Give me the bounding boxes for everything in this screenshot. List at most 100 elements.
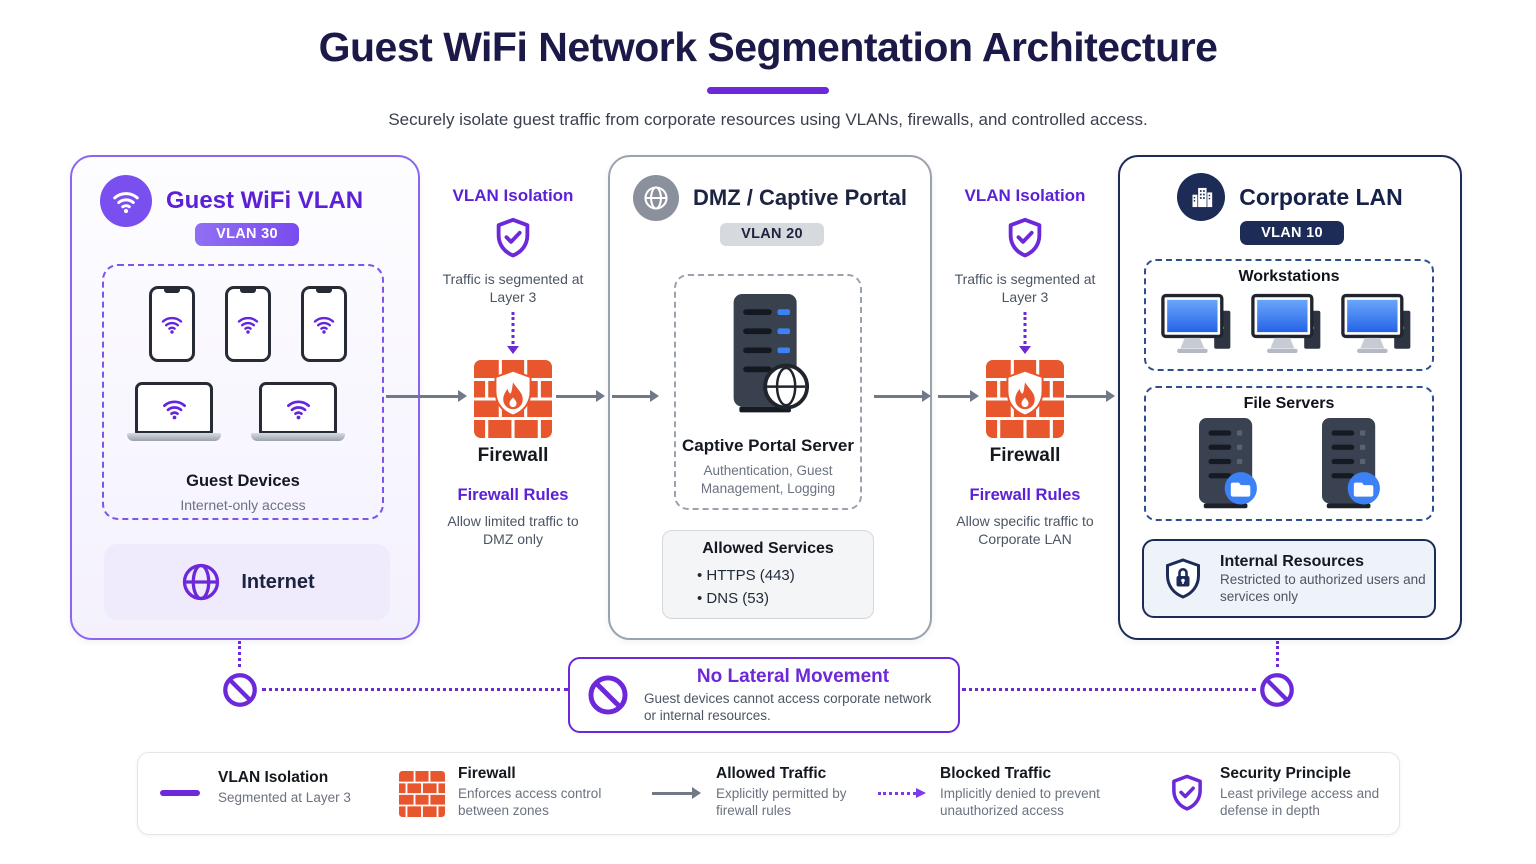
phone-icon: [149, 286, 195, 362]
blocked-flow-arrowhead: [1019, 346, 1031, 354]
phone-icon: [225, 286, 271, 362]
building-icon: [1177, 173, 1226, 221]
allowed-traffic-arrow: [938, 395, 970, 398]
segmented-text: Traffic is segmented at Layer 3: [954, 271, 1096, 305]
globe-icon: [633, 175, 680, 221]
dmz-panel-header: DMZ / Captive Portal: [610, 175, 930, 221]
workstations-group: Workstations: [1144, 259, 1434, 371]
laptop-icon: [127, 382, 221, 441]
server-icon: [727, 294, 809, 420]
corporate-panel-title: Corporate LAN: [1239, 183, 1403, 210]
legend-desc: Least privilege access and defense in de…: [1220, 786, 1380, 818]
prohibition-icon: [1258, 671, 1296, 709]
legend-desc: Enforces access control between zones: [458, 786, 602, 818]
guest-devices-sublabel: Internet-only access: [180, 497, 306, 513]
phone-icon: [301, 286, 347, 362]
dmz-captive-portal-panel: DMZ / Captive Portal VLAN 20 Captive Por…: [608, 155, 932, 640]
blocked-path-line: [262, 688, 568, 691]
firewall-rules-title: Firewall Rules: [457, 486, 569, 504]
vlan-10-badge: VLAN 10: [1240, 221, 1344, 245]
blocked-path-line: [962, 688, 1256, 691]
service-item: DNS (53): [697, 590, 769, 607]
captive-portal-group: Captive Portal Server Authentication, Gu…: [674, 274, 862, 510]
firewall-icon: [986, 360, 1064, 438]
allowed-traffic-arrow: [612, 395, 650, 398]
allowed-traffic-arrow: [1066, 395, 1106, 398]
legend-label: Firewall: [458, 765, 516, 782]
no-lateral-movement-title: No Lateral Movement: [696, 666, 890, 687]
file-servers-label: File Servers: [1243, 395, 1335, 412]
file-servers-group: File Servers: [1144, 386, 1434, 521]
firewall-label: Firewall: [477, 445, 549, 466]
service-item: HTTPS (443): [697, 567, 794, 584]
vlan-20-badge: VLAN 20: [720, 223, 824, 246]
internal-resources-desc: Restricted to authorized users and servi…: [1220, 571, 1426, 604]
file-server-icon: [1197, 418, 1258, 513]
blocked-path-line: [238, 641, 241, 667]
legend-label: VLAN Isolation: [218, 769, 329, 786]
firewall-icon: [474, 360, 552, 438]
internet-label: Internet: [241, 570, 315, 593]
firewall-label: Firewall: [989, 445, 1061, 466]
legend-desc: Segmented at Layer 3: [218, 790, 351, 805]
legend-item: Firewall Enforces access control between…: [458, 765, 623, 819]
shield-check-icon: [1002, 215, 1048, 261]
allowed-traffic-arrow: [386, 395, 458, 398]
allowed-traffic-arrow: [556, 395, 596, 398]
corporate-lan-panel: Corporate LAN VLAN 10 Workstations File …: [1118, 155, 1462, 640]
guest-devices-label: Guest Devices: [186, 472, 300, 490]
guest-panel-title: Guest WiFi VLAN: [166, 187, 364, 214]
legend-item: Security Principle Least privilege acces…: [1220, 765, 1390, 819]
blocked-path-line: [1276, 641, 1279, 667]
prohibition-icon: [221, 671, 259, 709]
title-underline: [707, 87, 829, 94]
segmented-text: Traffic is segmented at Layer 3: [442, 271, 584, 305]
shield-check-icon: [1166, 772, 1208, 814]
blocked-flow-arrowhead: [507, 346, 519, 354]
blocked-arrow-swatch: [878, 788, 926, 798]
firewall-rules-desc: Allow specific traffic to Corporate LAN: [956, 513, 1094, 547]
allowed-traffic-arrow: [874, 395, 922, 398]
globe-icon: [179, 560, 223, 604]
allowed-arrow-swatch: [652, 792, 692, 795]
legend-desc: Implicitly denied to prevent unauthorize…: [940, 786, 1100, 818]
vlan-30-badge: VLAN 30: [195, 223, 299, 246]
prohibition-icon: [586, 673, 630, 717]
legend-item: Allowed Traffic Explicitly permitted by …: [716, 765, 866, 819]
legend-bar: VLAN Isolation Segmented at Layer 3 Fire…: [137, 752, 1400, 835]
shield-check-icon: [490, 215, 536, 261]
workstations-label: Workstations: [1238, 268, 1340, 285]
vlan-isolation-title: VLAN Isolation: [452, 186, 574, 205]
blocked-flow-arrow: [511, 312, 515, 344]
firewall-brick-icon: [399, 771, 445, 817]
page-subtitle: Securely isolate guest traffic from corp…: [388, 110, 1148, 129]
vlan-isolation-title: VLAN Isolation: [964, 186, 1086, 205]
firewall-rules-desc: Allow limited traffic to DMZ only: [447, 513, 579, 547]
file-server-icon: [1320, 418, 1381, 513]
wifi-icon: [100, 175, 152, 227]
corporate-panel-header: Corporate LAN: [1120, 173, 1460, 221]
guest-devices-group: Guest Devices Internet-only access: [102, 264, 384, 520]
legend-item: Blocked Traffic Implicitly denied to pre…: [940, 765, 1120, 819]
no-lateral-movement-box: No Lateral Movement Guest devices cannot…: [568, 657, 960, 733]
legend-label: Allowed Traffic: [716, 765, 827, 782]
workstation-icon: [1341, 293, 1417, 357]
legend-item: VLAN Isolation Segmented at Layer 3: [218, 769, 378, 806]
internal-resources-box: Internal Resources Restricted to authori…: [1142, 539, 1436, 618]
vlan-line-swatch: [160, 790, 200, 796]
internet-box: Internet: [104, 544, 390, 620]
guest-wifi-vlan-panel: Guest WiFi VLAN VLAN 30 Guest Devices In…: [70, 155, 420, 640]
allowed-services-box: Allowed Services HTTPS (443) DNS (53): [662, 530, 874, 619]
legend-label: Security Principle: [1220, 765, 1351, 782]
guest-panel-header: Guest WiFi VLAN: [72, 175, 418, 227]
dmz-panel-title: DMZ / Captive Portal: [693, 185, 907, 210]
allowed-services-title: Allowed Services: [702, 540, 834, 557]
legend-label: Blocked Traffic: [940, 765, 1052, 782]
blocked-flow-arrow: [1023, 312, 1027, 344]
captive-portal-server-label: Captive Portal Server: [682, 436, 854, 455]
workstation-icon: [1251, 293, 1327, 357]
firewall-rules-title: Firewall Rules: [969, 486, 1081, 504]
internal-resources-title: Internal Resources: [1220, 552, 1365, 570]
laptop-icon: [251, 382, 345, 441]
captive-portal-server-sublabel: Authentication, Guest Management, Loggin…: [700, 463, 836, 496]
